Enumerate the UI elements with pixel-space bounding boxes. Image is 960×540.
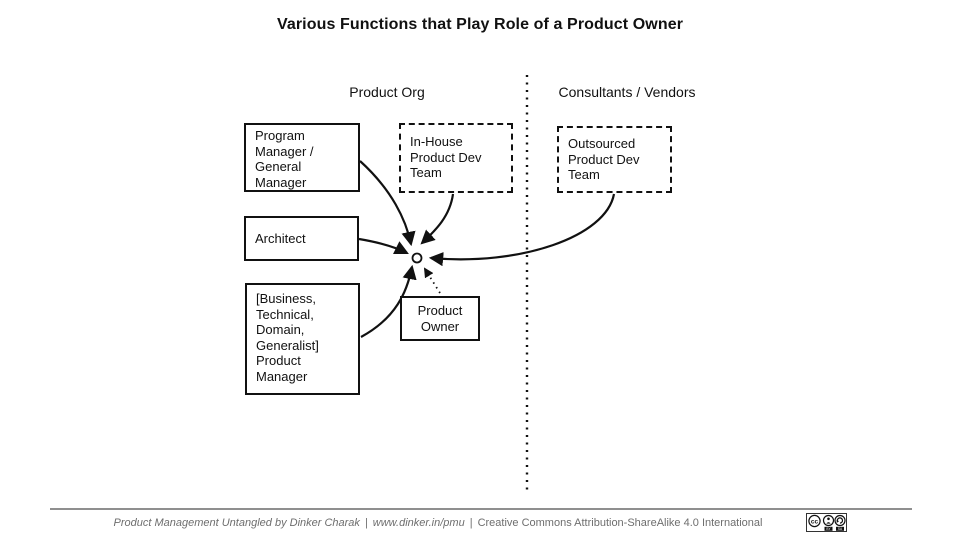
- column-header-product-org: Product Org: [349, 84, 425, 100]
- arrow-outsourced-team-to-owner: [428, 193, 616, 267]
- footer-book-title: Product Management Untangled by Dinker C…: [113, 517, 360, 529]
- box-product-manager: [Business, Technical, Domain, Generalist…: [245, 283, 360, 395]
- svg-text:SA: SA: [838, 527, 843, 531]
- box-inhouse-product-dev-team: In-House Product Dev Team: [399, 123, 513, 193]
- column-header-consultants-vendors: Consultants / Vendors: [558, 84, 696, 100]
- box-architect: Architect: [244, 216, 359, 261]
- cc-by-icon: [822, 514, 835, 527]
- footer-attribution: Product Management Untangled by Dinker C…: [114, 517, 763, 529]
- convergence-point-node: [411, 252, 423, 264]
- svg-text:cc: cc: [811, 518, 819, 525]
- arrow-architect-to-owner: [358, 237, 409, 254]
- arrow-product-owner-label-dotted: [423, 267, 441, 294]
- box-outsourced-product-dev-team: Outsourced Product Dev Team: [557, 126, 672, 193]
- diagram-title: Various Functions that Play Role of a Pr…: [276, 16, 684, 33]
- footer-url: www.dinker.in/pmu: [372, 517, 465, 529]
- arrow-inhouse-team-to-owner: [420, 193, 455, 245]
- footer-divider-rule: [50, 508, 912, 510]
- box-program-manager: Program Manager / General Manager: [244, 123, 360, 192]
- svg-text:BY: BY: [826, 527, 831, 531]
- cc-sa-icon: [834, 514, 846, 527]
- footer-separator: |: [364, 517, 368, 529]
- box-product-owner: Product Owner: [400, 296, 480, 341]
- footer-license-text: Creative Commons Attribution-ShareAlike …: [477, 517, 763, 529]
- arrow-product-manager-to-owner: [360, 264, 417, 338]
- arrow-program-manager-to-owner: [359, 160, 416, 247]
- footer-separator: |: [469, 517, 473, 529]
- creative-commons-badge-icon: cc BY SA: [806, 513, 847, 532]
